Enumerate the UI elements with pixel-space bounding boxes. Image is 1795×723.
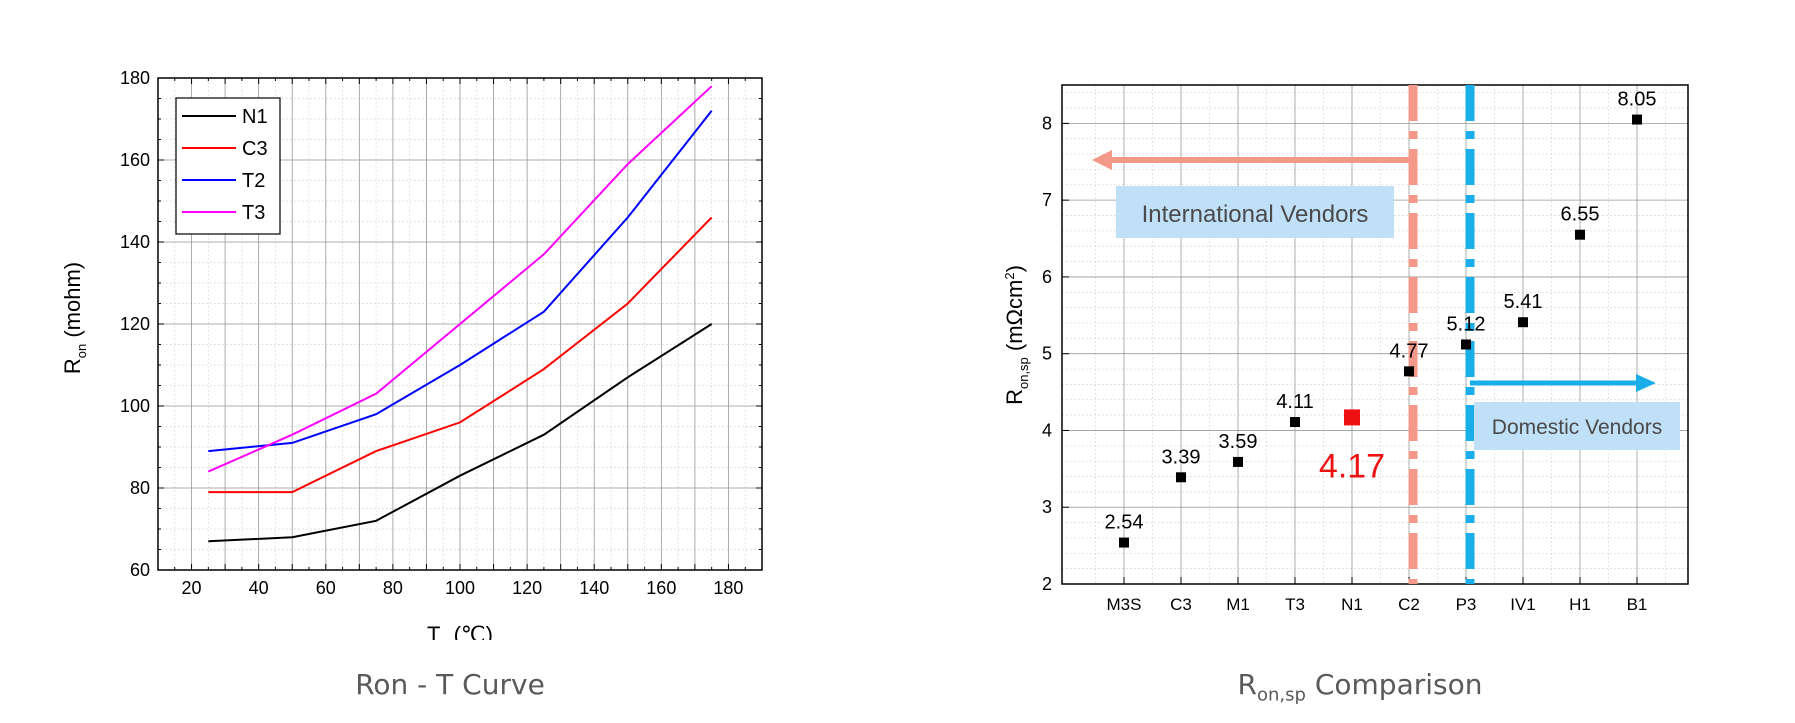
domestic-vendors-box <box>1474 402 1680 450</box>
right-caption-main: R <box>1237 668 1257 701</box>
x-tick-label: T3 <box>1285 595 1305 614</box>
legend-label-n1: N1 <box>242 106 268 128</box>
ron-t-curve-chart: 20 40 60 80 100 120 140 160 180 60 80 100 120 140 160 1… <box>60 68 763 640</box>
legend-label-c3: C3 <box>242 138 268 160</box>
y-tick-label: 180 <box>120 68 150 88</box>
x-tick-label: 20 <box>182 578 202 598</box>
data-point <box>1461 339 1471 350</box>
data-point <box>1290 417 1300 428</box>
y-axis-label: Ron (mohm) <box>60 262 89 374</box>
data-label: 5.12 <box>1447 313 1486 335</box>
x-tick-label: 180 <box>713 578 743 598</box>
legend-label-t2: T2 <box>242 170 265 192</box>
x-tick-label: B1 <box>1627 595 1648 614</box>
plot-frame <box>1061 84 1689 585</box>
right-caption-rest: Comparison <box>1305 668 1483 701</box>
y-tick-label: 2 <box>1042 574 1052 594</box>
x-tick-label: M3S <box>1107 595 1142 614</box>
x-tick-label: 140 <box>579 578 609 598</box>
right-caption: Ron,sp Comparison <box>1180 668 1540 706</box>
data-label: 4.11 <box>1276 391 1313 413</box>
data-point-highlight <box>1344 409 1360 426</box>
data-label-highlight: 4.17 <box>1319 447 1385 485</box>
series-line-c3 <box>208 216 713 494</box>
y-tick-label: 4 <box>1042 420 1052 440</box>
y-tick-label: 160 <box>120 150 150 170</box>
data-label: 5.41 <box>1504 291 1543 313</box>
y-tick-label: 6 <box>1042 267 1052 287</box>
data-point <box>1632 114 1642 125</box>
data-point <box>1233 456 1243 467</box>
data-point <box>1176 472 1186 483</box>
x-tick-label: N1 <box>1341 595 1363 614</box>
data-point <box>1575 229 1585 240</box>
y-tick-label: 7 <box>1042 190 1052 210</box>
x-axis-label: Tc (℃) <box>427 622 493 640</box>
x-tick-label: C3 <box>1170 595 1192 614</box>
y-tick-label: 80 <box>130 478 150 498</box>
left-caption: Ron - T Curve <box>355 668 545 701</box>
data-point <box>1119 537 1129 548</box>
right-caption-sub: on,sp <box>1256 684 1306 706</box>
x-tick-label: M1 <box>1226 595 1250 614</box>
series-line-t3 <box>207 85 713 473</box>
y-tick-label: 120 <box>120 314 150 334</box>
legend-label-t3: T3 <box>242 202 265 224</box>
x-tick-label: 100 <box>445 578 475 598</box>
international-vendors-label: International Vendors <box>1142 201 1369 228</box>
data-label: 8.05 <box>1618 89 1657 111</box>
data-label: 3.59 <box>1219 431 1258 453</box>
data-label: 2.54 <box>1105 512 1144 534</box>
y-tick-label: 8 <box>1042 113 1052 133</box>
y-tick-label: 140 <box>120 232 150 252</box>
x-tick-label: IV1 <box>1510 595 1536 614</box>
domestic-vendors-label: Domestic Vendors <box>1492 416 1662 439</box>
y-tick-label: 3 <box>1042 497 1052 517</box>
x-tick-label: 160 <box>646 578 676 598</box>
series-line-t2 <box>208 110 713 453</box>
y-tick-label: 5 <box>1042 344 1052 364</box>
x-tick-label: 80 <box>383 578 403 598</box>
y-axis-label: Ron,sp (mΩcm2) <box>1002 265 1031 405</box>
x-tick-label: H1 <box>1569 595 1591 614</box>
data-label: 3.39 <box>1162 446 1201 468</box>
data-label: 4.77 <box>1390 340 1429 362</box>
x-tick-label: 120 <box>512 578 542 598</box>
international-vendors-box <box>1116 186 1394 238</box>
data-label: 6.55 <box>1561 204 1600 226</box>
series-line-n1 <box>208 323 713 543</box>
x-tick-label: 40 <box>249 578 269 598</box>
data-point <box>1518 317 1528 328</box>
y-tick-label: 100 <box>120 396 150 416</box>
data-point <box>1404 366 1414 377</box>
x-tick-label: 60 <box>316 578 336 598</box>
x-tick-label: P3 <box>1456 595 1477 614</box>
y-tick-label: 60 <box>130 560 150 580</box>
x-tick-label: C2 <box>1398 595 1420 614</box>
domestic-arrow-head <box>1636 374 1656 392</box>
international-arrow-head <box>1092 150 1112 170</box>
